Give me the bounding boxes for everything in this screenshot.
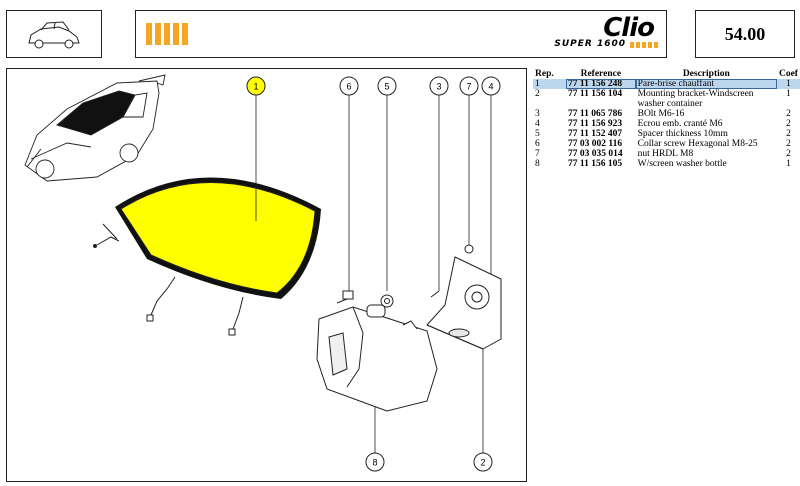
table-row[interactable]: 1 77 11 156 248 Pare-brise chauffant 1	[533, 79, 800, 89]
callout-6: 6	[339, 76, 359, 96]
car-thumbnail-icon	[28, 21, 80, 49]
svg-text:5: 5	[384, 82, 389, 92]
page-number-box: 54.00	[695, 10, 795, 58]
svg-text:4: 4	[488, 82, 493, 92]
svg-text:6: 6	[346, 82, 351, 92]
callout-8: 8	[365, 452, 385, 472]
parts-table: Rep. Reference Description Coef 1 77 11 …	[533, 69, 800, 169]
diagram-canvas: 1 6 5 3 7 4 8 2	[24, 74, 502, 472]
svg-text:7: 7	[466, 82, 471, 92]
table-row[interactable]: 5 77 11 152 407 Spacer thickness 10mm 2	[535, 129, 791, 139]
mounting-bracket-part	[426, 256, 502, 350]
table-row[interactable]: 2 77 11 156 104 Mounting bracket-Windscr…	[535, 89, 791, 109]
column-rep: Rep.	[535, 69, 554, 79]
car-perspective-illustration	[24, 74, 166, 182]
washer-bottle-part	[316, 304, 438, 412]
table-row[interactable]: 3 77 11 065 786 BOlt M6-16 2	[535, 109, 791, 119]
svg-text:8: 8	[372, 458, 377, 468]
column-description: Description	[682, 69, 730, 79]
bolt-hardware	[336, 244, 474, 308]
svg-text:2: 2	[480, 458, 485, 468]
parts-table-header: Rep. Reference Description Coef	[533, 69, 800, 79]
car-thumbnail-box	[6, 10, 102, 58]
callout-3: 3	[429, 76, 449, 96]
page-number: 54.00	[724, 23, 766, 44]
callout-1: 1	[246, 76, 266, 96]
callout-7: 7	[459, 76, 479, 96]
windscreen-part	[93, 177, 321, 336]
table-row[interactable]: 8 77 11 156 105 W/screen washer bottle 1	[535, 159, 791, 169]
svg-text:1: 1	[253, 82, 258, 92]
brand-name: Clio	[603, 13, 655, 43]
table-row[interactable]: 7 77 03 035 014 nut HRDL M8 2	[535, 149, 791, 159]
column-reference: Reference	[580, 69, 622, 79]
svg-text:3: 3	[436, 82, 441, 92]
column-coef: Coef	[778, 69, 798, 79]
brand-mini-stripes-icon	[630, 42, 658, 48]
table-row[interactable]: 6 77 03 002 116 Collar screw Hexagonal M…	[535, 139, 791, 149]
table-row[interactable]: 4 77 11 156 923 Ecrou emb. cranté M6 2	[535, 119, 791, 129]
brand-stripes-icon	[146, 23, 188, 45]
brand-banner: Clio SUPER 1600	[135, 10, 667, 58]
callout-4: 4	[481, 76, 501, 96]
exploded-diagram: 1 6 5 3 7 4 8 2	[6, 68, 527, 482]
callout-5: 5	[377, 76, 397, 96]
brand-subtitle: SUPER 1600	[554, 39, 626, 49]
callout-2: 2	[473, 452, 493, 472]
